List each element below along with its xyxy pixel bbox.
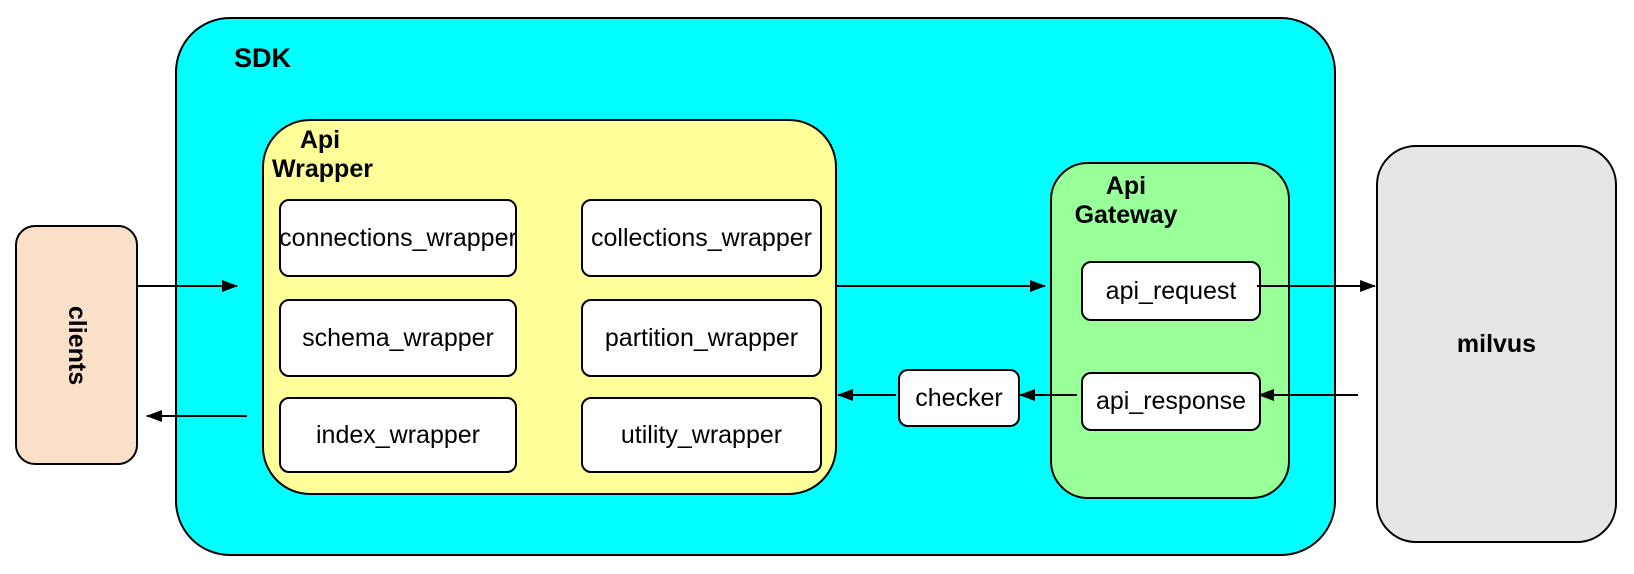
checker-node: checker [898,369,1020,427]
clients-node: clients [15,225,138,465]
milvus-node: milvus [1376,145,1617,543]
api-gateway-label: Api Gateway [1074,172,1178,229]
api-gateway-container: Api Gateway api_request api_response [1050,162,1290,499]
clients-label: clients [62,305,91,385]
wrapper-box-connections: connections_wrapper [279,199,517,277]
wrapper-box-utility: utility_wrapper [581,397,822,473]
wrapper-box-schema: schema_wrapper [279,299,517,377]
gateway-box-api-request: api_request [1081,261,1261,321]
gateway-box-api-response: api_response [1081,372,1261,431]
milvus-label: milvus [1456,329,1537,358]
wrapper-box-collections: collections_wrapper [581,199,822,277]
api-wrapper-label: Api Wrapper [272,126,373,183]
wrapper-box-index: index_wrapper [279,397,517,473]
sdk-label: SDK [234,43,292,73]
api-wrapper-container: Api Wrapper connections_wrapper collecti… [262,119,837,495]
sdk-container: SDK Api Wrapper connections_wrapper coll… [175,17,1336,556]
wrapper-box-partition: partition_wrapper [581,299,822,377]
